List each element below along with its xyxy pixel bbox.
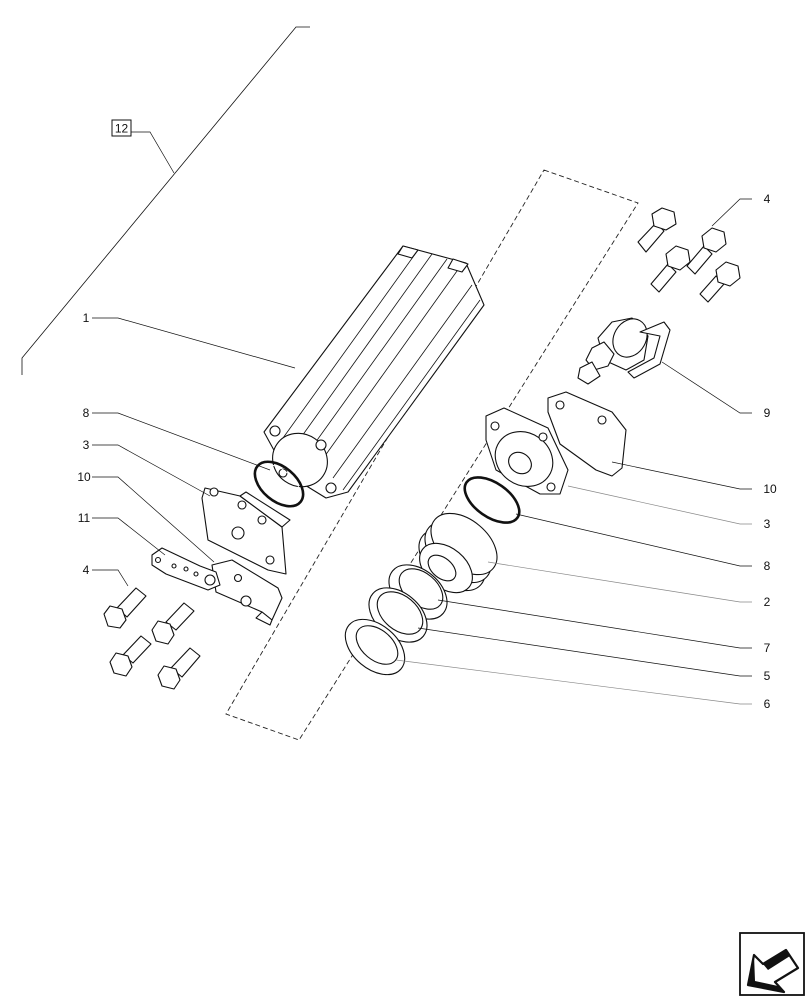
- callout-1[interactable]: 1: [83, 311, 90, 325]
- bolt-left-4: [157, 647, 201, 690]
- bolt-right-4: [699, 261, 741, 303]
- pressure-fitting: [577, 317, 671, 385]
- callout-6[interactable]: 6: [764, 697, 771, 711]
- leader-lines: [92, 198, 752, 705]
- bracket-left: [211, 559, 283, 626]
- bracket-right: [547, 391, 627, 477]
- callout-4-left[interactable]: 4: [83, 563, 90, 577]
- reference-box-12[interactable]: 12: [111, 119, 175, 174]
- callout-11[interactable]: 11: [78, 511, 91, 525]
- end-cap-right: [485, 407, 569, 495]
- assembly-boundary-line: [21, 26, 310, 375]
- callout-10-left[interactable]: 10: [77, 470, 91, 484]
- callout-8-right[interactable]: 8: [764, 559, 771, 573]
- callout-4-right[interactable]: 4: [764, 192, 771, 206]
- reference-label-12: 12: [115, 122, 129, 136]
- bolt-left-1: [103, 587, 147, 629]
- o-ring-right: [463, 476, 521, 524]
- o-ring-left: [253, 460, 305, 508]
- subassembly-dashed-outline: [225, 169, 639, 741]
- callout-3-right[interactable]: 3: [764, 517, 771, 531]
- callout-labels: 1 8 3 10 11 4 4 9 10 3 8 2 7 5 6: [77, 192, 777, 711]
- end-cap-left: [201, 487, 291, 575]
- bolt-left-3: [109, 635, 152, 677]
- callout-8-left[interactable]: 8: [83, 406, 90, 420]
- callout-10-right[interactable]: 10: [763, 482, 777, 496]
- bolt-right-3: [650, 245, 691, 293]
- callout-5[interactable]: 5: [764, 669, 771, 683]
- wiper-ring: [344, 618, 406, 676]
- callout-3-left[interactable]: 3: [83, 438, 90, 452]
- bolt-right-1: [637, 207, 677, 253]
- lever-plate: [151, 547, 221, 591]
- callout-9[interactable]: 9: [764, 406, 771, 420]
- cylinder-barrel: [263, 245, 485, 499]
- bolt-right-2: [686, 227, 727, 275]
- callout-2[interactable]: 2: [764, 595, 771, 609]
- bolt-left-2: [151, 602, 195, 645]
- arrow-back-icon[interactable]: [739, 932, 805, 996]
- callout-7[interactable]: 7: [764, 641, 771, 655]
